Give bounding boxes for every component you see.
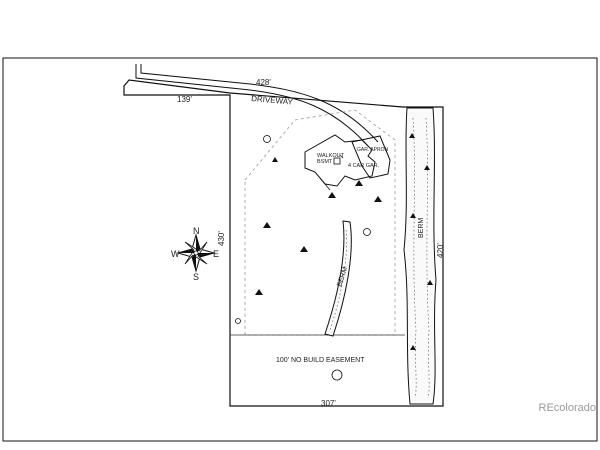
tree-icon xyxy=(409,133,415,138)
tree-icon xyxy=(255,289,263,295)
tree-icon xyxy=(331,369,343,381)
compass-west: W xyxy=(171,249,180,259)
compass-south: S xyxy=(193,272,199,282)
dim-south: 307' xyxy=(321,399,336,408)
property-boundary xyxy=(123,79,444,407)
driveway xyxy=(135,64,379,147)
watermark: REcolorado xyxy=(538,402,596,414)
dim-north-top: 428' xyxy=(256,78,271,87)
tree-icon xyxy=(427,280,433,285)
compass-east: E xyxy=(213,249,219,259)
compass-north: N xyxy=(193,226,200,236)
tree-icons xyxy=(235,133,433,381)
tree-icon xyxy=(410,345,416,350)
tree-icon xyxy=(272,157,278,162)
drawing-frame xyxy=(2,57,598,442)
tree-icon xyxy=(300,246,308,252)
tree-icon xyxy=(374,196,382,202)
bsmt-label: BSMT xyxy=(317,159,333,165)
tree-icon xyxy=(263,135,271,143)
berm-center xyxy=(324,220,352,337)
dim-west: 430' xyxy=(217,231,226,246)
tree-icon xyxy=(328,192,336,198)
driveway-label: DRIVEWAY xyxy=(251,94,294,107)
dim-north-left: 139' xyxy=(177,95,192,104)
easement-label: 100' NO BUILD EASEMENT xyxy=(276,357,365,364)
tree-icon xyxy=(410,213,416,218)
tree-icon xyxy=(363,228,371,236)
house-footprint xyxy=(304,134,391,191)
setback-lines xyxy=(244,109,396,336)
tree-icon xyxy=(424,165,430,170)
walkout-label: WALKOUT xyxy=(317,153,345,159)
tree-icon xyxy=(235,318,241,324)
apron-label: GAR. APRON xyxy=(357,147,389,153)
garage-label: 4 CAR GAR. xyxy=(348,163,380,169)
tree-icon xyxy=(355,180,363,186)
compass-rose xyxy=(176,233,216,273)
dim-east: 420' xyxy=(436,243,445,258)
berm-east xyxy=(403,107,437,405)
tree-icon xyxy=(263,222,271,228)
berm-east-label: BERM xyxy=(418,218,425,238)
